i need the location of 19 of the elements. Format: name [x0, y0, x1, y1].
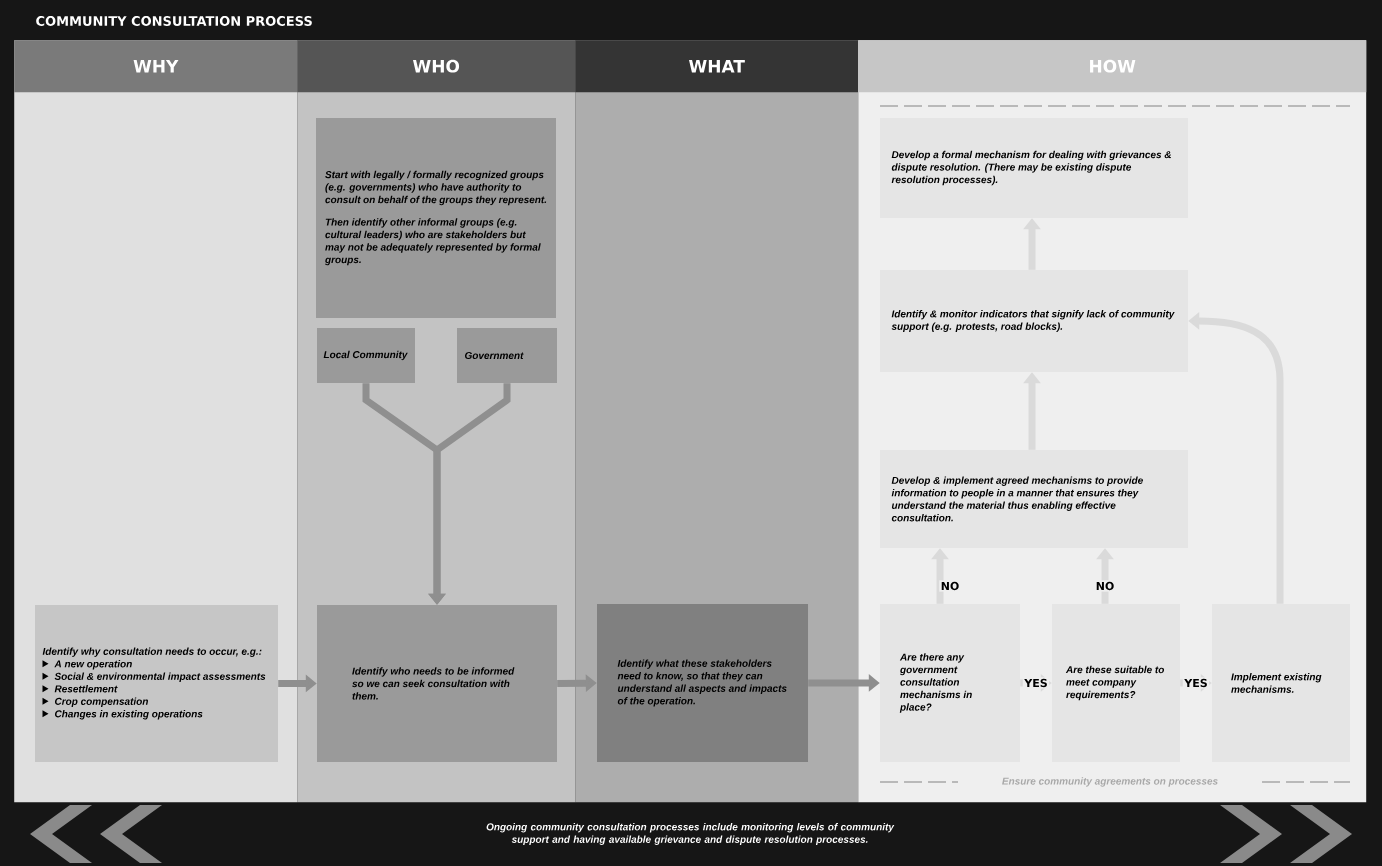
process-box: Identify & monitor indicators that signify lack of community support (e.g. protests, road blocks).: [880, 270, 1188, 372]
process-box: Start with legally / formally recognized groups (e.g. governments) who have authority to consult on behalf of the groups they represent. Then identify other informal groups (e.g. cultural leaders) who are stakeholders but may not be adequately represented by formal groups.: [316, 118, 556, 318]
process-box: Identify why consultation needs to occur, e.g.: A new operation Social & environmental impact assessments Resettlement Crop compensation Changes in existing operations: [35, 605, 278, 762]
edge-label: YES: [1182, 677, 1210, 689]
note: Ensure community agreements on processes: [1002, 777, 1218, 787]
decision-box: Are these suitable to meet company requirements?: [1052, 604, 1180, 762]
process-box: Develop a formal mechanism for dealing with grievances & dispute resolution. (There may be existing dispute resolution processes).: [880, 118, 1188, 218]
process-box: Identify who needs to be informed so we can seek consultation with them.: [317, 605, 557, 762]
process-box: Identify what these stakeholders need to know, so that they can understand all aspects and impacts of the operation.: [597, 604, 808, 762]
process-box: Implement existing mechanisms.: [1212, 604, 1350, 762]
stakeholder-box: Government: [457, 328, 557, 383]
title: COMMUNITY CONSULTATION PROCESS: [36, 16, 312, 26]
edge-label: NO: [939, 580, 961, 592]
edge-label: YES: [1022, 677, 1050, 689]
process-box: Develop & implement agreed mechanisms to provide information to people in a manner that ensures they understand the material thus enabling effective consultation.: [880, 450, 1188, 548]
edge-label: NO: [1094, 580, 1116, 592]
stakeholder-box: Local Community: [317, 328, 415, 383]
footer-note: Ongoing community consultation processes include monitoring levels of community support and having available grievance and dispute resolution processes.: [486, 823, 895, 845]
decision-box: Are there any government consultation mechanisms in place?: [880, 604, 1020, 762]
